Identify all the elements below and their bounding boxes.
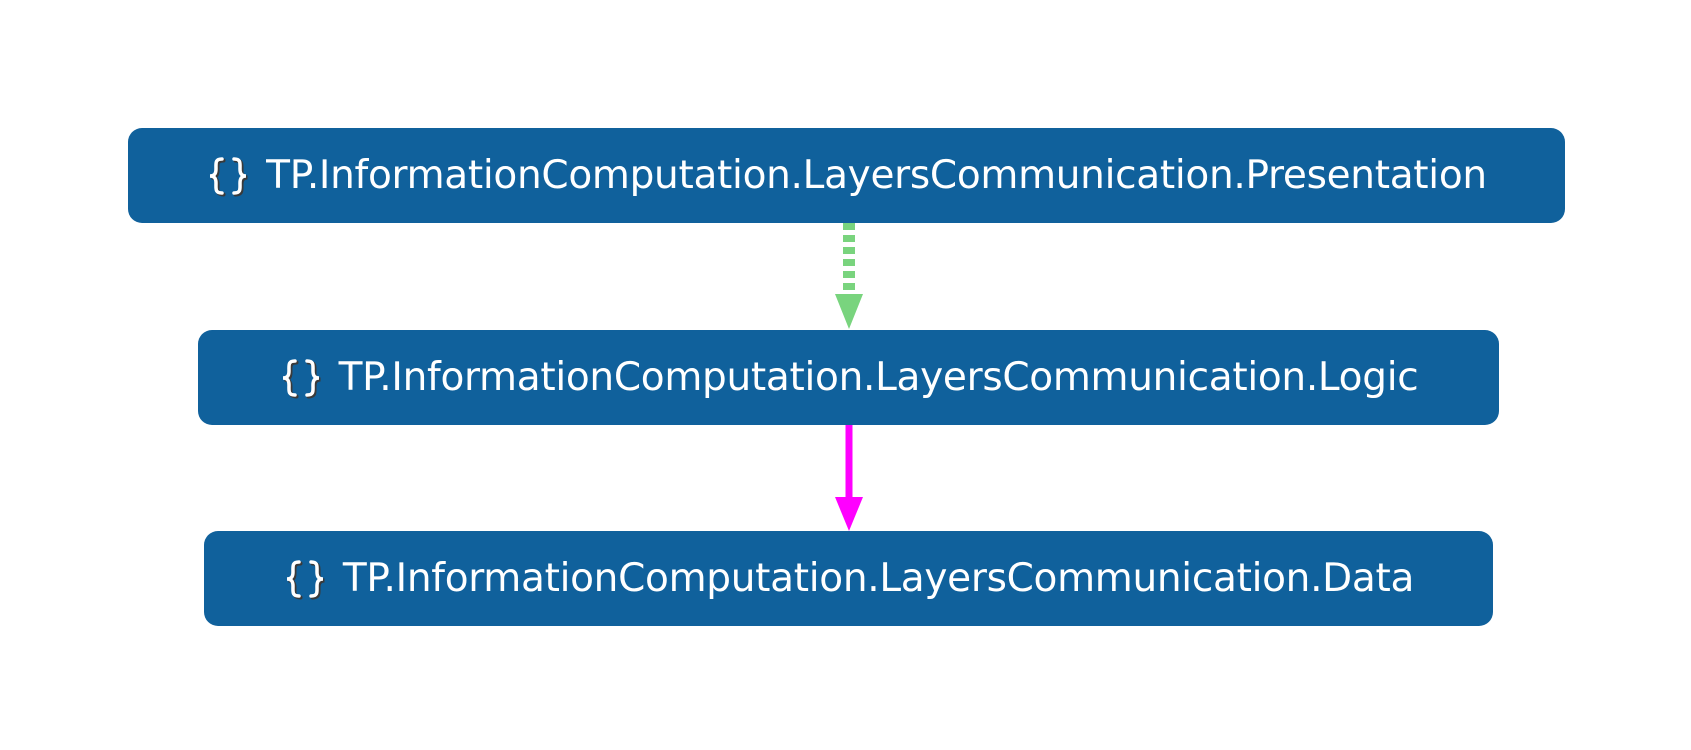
- node-label: TP.InformationComputation.LayersCommunic…: [266, 153, 1487, 198]
- namespace-node-data[interactable]: TP.InformationComputation.LayersCommunic…: [204, 531, 1493, 626]
- edge-presentation-to-logic[interactable]: [835, 223, 863, 329]
- namespace-braces-icon: [283, 557, 327, 601]
- namespace-braces-icon: [206, 154, 250, 198]
- namespace-braces-icon: [279, 356, 323, 400]
- namespace-node-logic[interactable]: TP.InformationComputation.LayersCommunic…: [198, 330, 1499, 425]
- edge-logic-to-data[interactable]: [835, 425, 863, 531]
- edge-arrowhead-solid: [835, 497, 863, 531]
- edge-arrowhead-dashed: [835, 294, 863, 329]
- node-label: TP.InformationComputation.LayersCommunic…: [338, 355, 1419, 400]
- node-label: TP.InformationComputation.LayersCommunic…: [342, 556, 1415, 601]
- namespace-node-presentation[interactable]: TP.InformationComputation.LayersCommunic…: [128, 128, 1565, 223]
